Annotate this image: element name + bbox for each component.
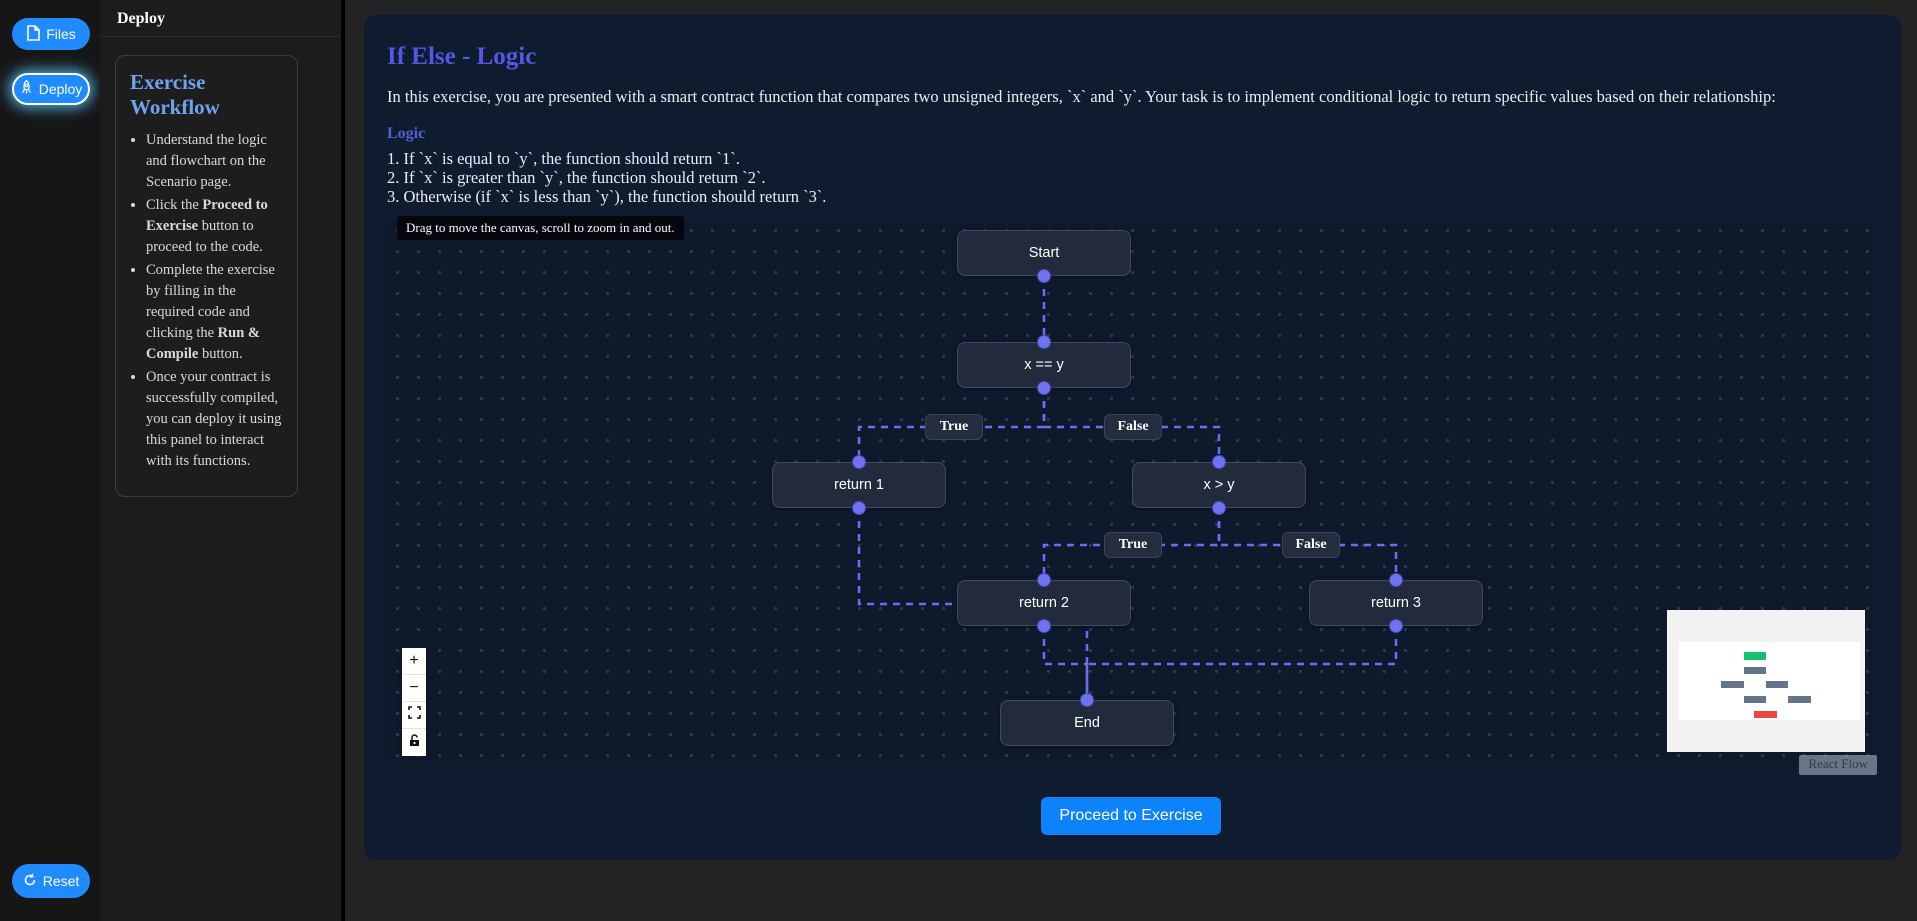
node-label: return 2 <box>1019 595 1069 611</box>
handle-return-3-top[interactable] <box>1389 573 1403 587</box>
edge-label-text: True <box>939 419 969 434</box>
handle-x-gt-y-bottom[interactable] <box>1212 501 1226 515</box>
workflow-step: Understand the logic and flowchart on th… <box>146 130 285 193</box>
logic-item: 2. If `x` is greater than `y`, the funct… <box>387 168 766 187</box>
fit-view-button[interactable] <box>402 702 426 729</box>
files-button[interactable]: Files <box>12 18 90 50</box>
node-label: x == y <box>1024 357 1064 373</box>
minimap-node-return-1 <box>1721 681 1744 688</box>
rocket-icon <box>20 79 33 99</box>
flow-node-return-1[interactable]: return 1 <box>772 462 946 508</box>
handle-x-gt-y-top[interactable] <box>1212 455 1226 469</box>
unlock-icon <box>409 733 420 752</box>
deploy-button[interactable]: Deploy <box>12 73 90 105</box>
handle-end-top[interactable] <box>1080 693 1094 707</box>
minus-icon: − <box>409 679 419 696</box>
scenario-panel: If Else - Logic In this exercise, you ar… <box>364 15 1901 860</box>
handle-x-eq-y-top[interactable] <box>1037 335 1051 349</box>
main-area: If Else - Logic In this exercise, you ar… <box>345 0 1917 921</box>
handle-return-1-top[interactable] <box>852 455 866 469</box>
minimap[interactable] <box>1667 610 1865 752</box>
node-label: return 1 <box>834 477 884 493</box>
flow-node-end[interactable]: End <box>1000 700 1174 746</box>
zoom-out-button[interactable]: − <box>402 675 426 702</box>
refresh-icon <box>23 873 37 890</box>
zoom-in-button[interactable]: + <box>402 648 426 675</box>
workflow-step-text: Click the <box>146 196 203 213</box>
edge-label-true-1: True <box>925 414 983 440</box>
deploy-panel-title: Deploy <box>100 0 341 37</box>
workflow-step-text-bold: Run & Compile <box>146 324 260 362</box>
workflow-step: Once your contract is successfully compi… <box>146 367 285 472</box>
files-button-label: Files <box>46 26 76 42</box>
edge-label-text: False <box>1117 419 1149 434</box>
deploy-panel: Deploy Exercise Workflow Understand the … <box>100 0 345 921</box>
workflow-step: Click the Proceed to Exercise button to … <box>146 195 285 258</box>
edge-label-true-2: True <box>1104 532 1162 558</box>
minimap-node-end <box>1754 711 1777 718</box>
edge-label-text: False <box>1295 537 1327 552</box>
minimap-node-x-eq-y <box>1744 667 1766 674</box>
handle-return-1-bottom[interactable] <box>852 501 866 515</box>
node-label: return 3 <box>1371 595 1421 611</box>
workflow-step-text: button. <box>198 345 243 362</box>
lock-button[interactable] <box>402 729 426 756</box>
reset-button-label: Reset <box>42 873 80 889</box>
handle-start-bottom[interactable] <box>1037 269 1051 283</box>
exercise-workflow-card: Exercise Workflow Understand the logic a… <box>115 55 298 497</box>
workflow-heading: Exercise Workflow <box>130 70 220 119</box>
minimap-node-x-gt-y <box>1766 681 1788 688</box>
workflow-step-text: Understand the logic and flowchart on th… <box>146 131 267 190</box>
flow-edges <box>857 276 1398 700</box>
minimap-node-start <box>1744 652 1766 660</box>
flow-node-x-eq-y[interactable]: x == y <box>957 342 1131 388</box>
react-flow-attribution[interactable]: React Flow <box>1799 755 1877 775</box>
plus-icon: + <box>409 652 419 669</box>
node-label: Start <box>1028 245 1060 261</box>
intro-text: In this exercise, you are presented with… <box>387 87 1776 106</box>
logic-item: 3. Otherwise (if `x` is less than `y`), … <box>387 187 827 206</box>
reset-button[interactable]: Reset <box>12 864 90 898</box>
handle-return-3-bottom[interactable] <box>1389 619 1403 633</box>
workflow-step-text: Once your contract is successfully compi… <box>146 368 282 469</box>
minimap-node-return-2 <box>1744 696 1766 703</box>
fit-view-icon <box>407 706 421 724</box>
edge-label-false-1: False <box>1104 414 1162 440</box>
flow-canvas[interactable]: Drag to move the canvas, scroll to zoom … <box>387 216 1877 775</box>
edge-label-false-2: False <box>1282 532 1340 558</box>
logic-heading: Logic <box>387 125 426 142</box>
deploy-button-label: Deploy <box>38 81 83 97</box>
logic-item: 1. If `x` is equal to `y`, the function … <box>387 149 740 168</box>
handle-x-eq-y-bottom[interactable] <box>1037 381 1051 395</box>
workflow-step-text: Complete the exercise by filling in the … <box>146 261 275 341</box>
flow-node-return-2[interactable]: return 2 <box>957 580 1131 626</box>
handle-return-2-bottom[interactable] <box>1037 619 1051 633</box>
workflow-step-list: Understand the logic and flowchart on th… <box>130 130 285 472</box>
left-rail: Files Deploy Reset <box>0 0 100 921</box>
proceed-row: Proceed to Exercise <box>387 797 1875 835</box>
file-icon <box>26 24 41 44</box>
proceed-to-exercise-button[interactable]: Proceed to Exercise <box>1041 797 1221 835</box>
canvas-tooltip: Drag to move the canvas, scroll to zoom … <box>397 216 684 240</box>
workflow-step-text-bold: Proceed to Exercise <box>146 196 268 234</box>
workflow-step: Complete the exercise by filling in the … <box>146 260 285 365</box>
edge-label-text: True <box>1118 537 1148 552</box>
flow-node-start[interactable]: Start <box>957 230 1131 276</box>
canvas-controls: + − <box>402 648 426 756</box>
node-label: End <box>1074 715 1100 731</box>
logic-list: 1. If `x` is equal to `y`, the function … <box>387 149 1875 206</box>
workflow-step-text: button to proceed to the code. <box>146 217 263 255</box>
minimap-node-return-3 <box>1788 696 1811 703</box>
node-label: x > y <box>1203 477 1235 493</box>
page-title: If Else - Logic <box>387 43 537 70</box>
handle-return-2-top[interactable] <box>1037 573 1051 587</box>
